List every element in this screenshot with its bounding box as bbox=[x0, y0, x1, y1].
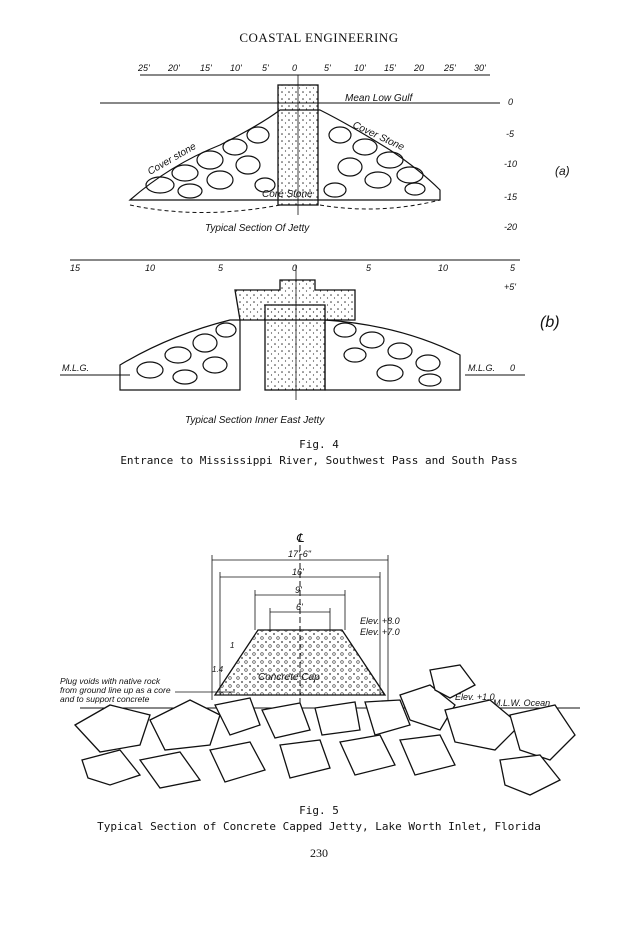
fig4b-tick-1: 15 bbox=[70, 263, 81, 273]
fig4b-tick-5: 5 bbox=[366, 263, 372, 273]
fig4b-tick-6: 10 bbox=[438, 263, 448, 273]
fig4a-dashed-base bbox=[129, 199, 441, 213]
fig5-slope-v: 1 bbox=[230, 641, 234, 650]
fig4a-core-label: Core Stone bbox=[262, 189, 313, 200]
fig4a-panel: (a) bbox=[555, 164, 570, 178]
fig4a-tick-1: 25' bbox=[137, 63, 150, 73]
fig4a-depth-15: -15 bbox=[504, 192, 518, 202]
fig4a-tick-5: 5' bbox=[262, 63, 269, 73]
fig5-dim-2: 16' bbox=[292, 567, 304, 577]
running-header: COASTAL ENGINEERING bbox=[239, 30, 399, 45]
fig4b-title: Typical Section Inner East Jetty bbox=[185, 415, 325, 426]
fig5-elev3: Elev. +1.0 bbox=[455, 692, 495, 702]
fig5-dim-3: 9' bbox=[295, 585, 302, 595]
fig4a-depth-5: -5 bbox=[506, 129, 515, 139]
fig4a-depth-20: -20 bbox=[504, 222, 517, 232]
fig4a-tick-6: 0 bbox=[292, 63, 297, 73]
fig4b-core bbox=[264, 304, 326, 391]
fig5-dim-1: 17'-6" bbox=[288, 549, 312, 559]
fig4b-elev: +5' bbox=[504, 282, 516, 292]
fig4b-tick-2: 10 bbox=[145, 263, 155, 273]
fig4b-tick-3: 5 bbox=[218, 263, 224, 273]
fig4a-tick-10: 20 bbox=[413, 63, 424, 73]
fig4a-tick-8: 10' bbox=[354, 63, 366, 73]
fig5-slope-h: 1.4 bbox=[212, 665, 224, 674]
fig5-mlw: M.L.W. Ocean bbox=[493, 698, 550, 708]
fig4a-depth-0: 0 bbox=[508, 97, 513, 107]
fig5-elev2: Elev. +7.0 bbox=[360, 627, 400, 637]
fig5-concrete-cap bbox=[213, 629, 387, 696]
fig4b-rock-left bbox=[119, 319, 241, 391]
fig4b-mlg-left: M.L.G. bbox=[62, 363, 89, 373]
figure-5-drawing: ℄ 17'-6" 16' 9' 6' Concrete Cap Elev. +8… bbox=[60, 531, 580, 796]
fig4a-tick-11: 25' bbox=[443, 63, 456, 73]
fig5-cap-label: Concrete Cap bbox=[258, 672, 320, 683]
fig5-centerline-symbol: ℄ bbox=[296, 531, 304, 545]
fig4-caption: Entrance to Mississippi River, Southwest… bbox=[120, 454, 518, 467]
fig4b-tick-7: 5 bbox=[510, 263, 516, 273]
fig5-rocks bbox=[73, 664, 576, 796]
fig4a-rocks bbox=[145, 126, 426, 199]
fig4a-title: Typical Section Of Jetty bbox=[205, 223, 310, 234]
fig4b-rocks bbox=[136, 322, 442, 387]
fig4a-depth-10: -10 bbox=[504, 159, 517, 169]
fig4b-mlg-right: M.L.G. bbox=[468, 363, 495, 373]
page-number: 230 bbox=[310, 846, 328, 860]
fig4a-tick-7: 5' bbox=[324, 63, 331, 73]
fig4-label: Fig. 4 bbox=[299, 438, 339, 451]
fig5-note-1: Plug voids with native rock bbox=[60, 676, 161, 686]
fig5-note-3: and to support concrete bbox=[60, 694, 150, 704]
fig5-elev1: Elev. +8.0 bbox=[360, 616, 400, 626]
fig4a-tick-9: 15' bbox=[384, 63, 396, 73]
fig4a-tick-2: 20' bbox=[167, 63, 180, 73]
fig4b-mlg-zero: 0 bbox=[510, 363, 515, 373]
fig4a-water-label: Mean Low Gulf bbox=[345, 93, 413, 104]
fig5-dimension-lines bbox=[211, 555, 389, 700]
fig4a-tick-12: 30' bbox=[474, 63, 486, 73]
fig4b-panel: (b) bbox=[540, 314, 560, 331]
fig5-label: Fig. 5 bbox=[299, 804, 339, 817]
fig5-note-2: from ground line up as a core bbox=[60, 685, 171, 695]
fig4b-tick-4: 0 bbox=[292, 263, 297, 273]
fig5-dim-4: 6' bbox=[296, 602, 303, 612]
fig4a-tick-4: 10' bbox=[230, 63, 242, 73]
fig5-caption: Typical Section of Concrete Capped Jetty… bbox=[97, 820, 541, 833]
fig4a-tick-3: 15' bbox=[200, 63, 212, 73]
fig4a-scale: 25' 20' 15' 10' 5' 0 5' 10' 15' 20 25' 3… bbox=[137, 63, 490, 76]
fig4b-rock-right bbox=[324, 319, 461, 391]
figure-4-drawing: 25' 20' 15' 10' 5' 0 5' 10' 15' 20 25' 3… bbox=[60, 63, 570, 426]
